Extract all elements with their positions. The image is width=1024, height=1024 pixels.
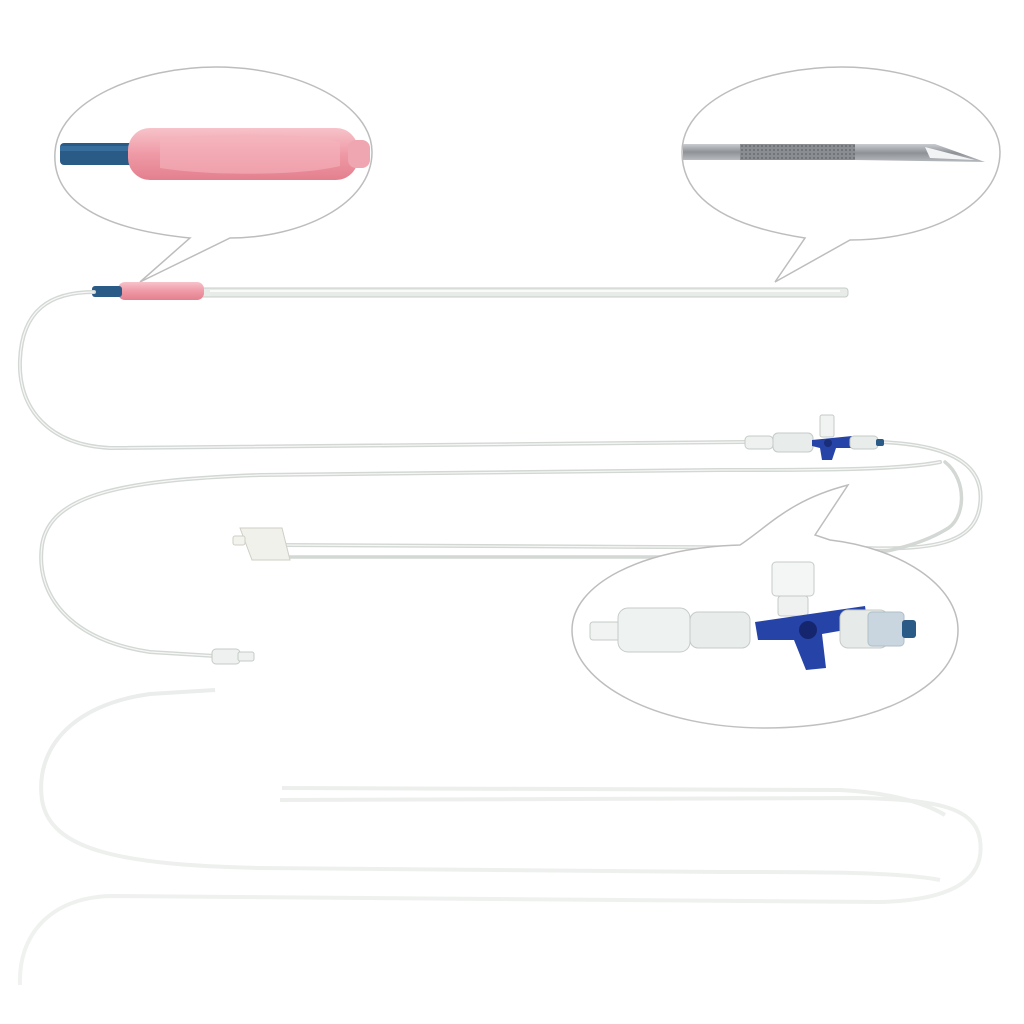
needle-callout-knurled-section <box>740 144 855 160</box>
inline-stopcock <box>744 414 884 460</box>
tube-right-loop <box>278 440 983 551</box>
needle-callout-bubble <box>681 66 1001 283</box>
cone-connector <box>232 527 291 561</box>
needle-callout-shaft <box>683 144 743 160</box>
needle-sheath <box>199 287 849 298</box>
tube-primary <box>17 290 747 451</box>
needle-assembly <box>92 282 849 300</box>
pink-handle <box>118 282 204 300</box>
inline-stopcock-blue-lever <box>812 436 852 460</box>
blue-hub <box>92 286 122 297</box>
stopcock-detail-callout <box>571 483 959 729</box>
needle-tip-detail-callout <box>681 66 1001 283</box>
handle-detail-callout <box>54 66 373 283</box>
luer-connector <box>211 648 255 665</box>
tube-right-loop-inner <box>280 460 964 559</box>
